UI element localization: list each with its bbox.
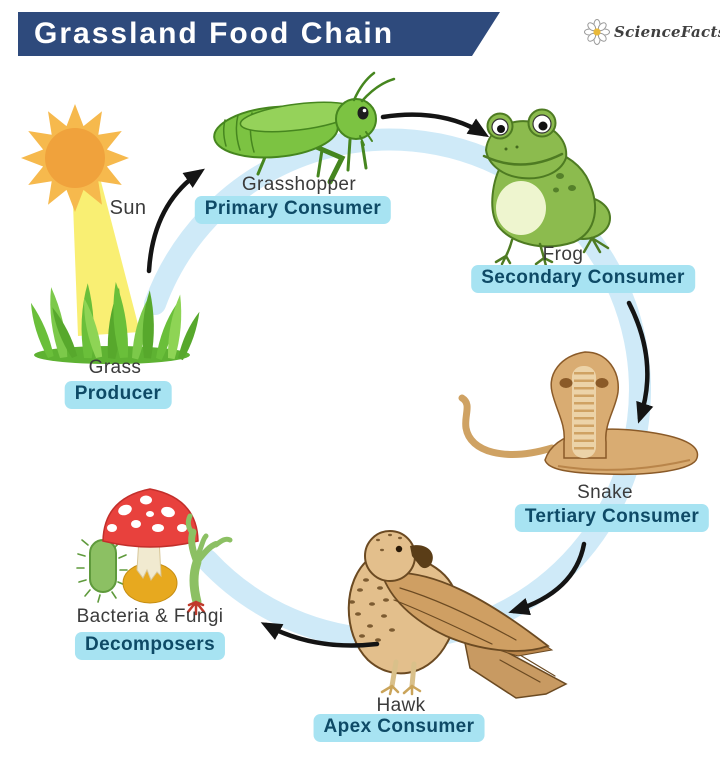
sun-illustration <box>21 104 129 212</box>
arrow-grasshopper-to-frog <box>380 112 490 138</box>
decomposers-illustration <box>76 488 233 616</box>
grasshopper-label: Grasshopper <box>241 174 357 195</box>
decomposers-label: Bacteria & Fungi <box>76 606 224 627</box>
arrow-frog-to-snake <box>626 300 654 424</box>
tertiary-consumer-badge: Tertiary Consumer <box>514 504 710 532</box>
sun-beam <box>72 170 140 336</box>
apex-consumer-badge: Apex Consumer <box>313 714 485 742</box>
sun-label: Sun <box>109 197 147 219</box>
title-banner: Grassland Food Chain <box>18 12 500 56</box>
bacteria-illustration <box>76 531 128 603</box>
producer-badge: Producer <box>64 381 172 409</box>
secondary-consumer-badge: Secondary Consumer <box>471 265 695 293</box>
hawk-label: Hawk <box>376 695 426 716</box>
sun-core <box>45 128 105 188</box>
page-title: Grassland Food Chain <box>34 17 395 50</box>
frog-label: Frog <box>542 244 584 265</box>
logo-name: ScienceFacts <box>614 23 720 41</box>
frog-illustration <box>482 108 611 268</box>
atom-flower-icon <box>584 19 610 45</box>
mushroom-spots <box>107 495 187 532</box>
flow-arrows <box>146 112 654 648</box>
grass-label: Grass <box>88 357 142 378</box>
primary-consumer-badge: Primary Consumer <box>194 196 392 224</box>
decomposers-badge: Decomposers <box>74 632 226 660</box>
arrow-grass-to-grasshopper <box>146 168 205 274</box>
snake-label: Snake <box>577 482 633 503</box>
grasshopper-illustration <box>213 71 396 185</box>
mushroom-illustration <box>102 488 199 604</box>
snake-illustration <box>458 351 699 476</box>
hawk-speckles <box>349 533 402 642</box>
site-logo[interactable]: ScienceFacts .net <box>584 19 720 45</box>
grass-illustration <box>27 281 205 364</box>
arrow-snake-to-hawk <box>508 541 587 616</box>
hawk-illustration <box>347 530 568 699</box>
arrow-hawk-to-decomposers <box>260 622 380 648</box>
fungus-illustration <box>185 513 233 616</box>
